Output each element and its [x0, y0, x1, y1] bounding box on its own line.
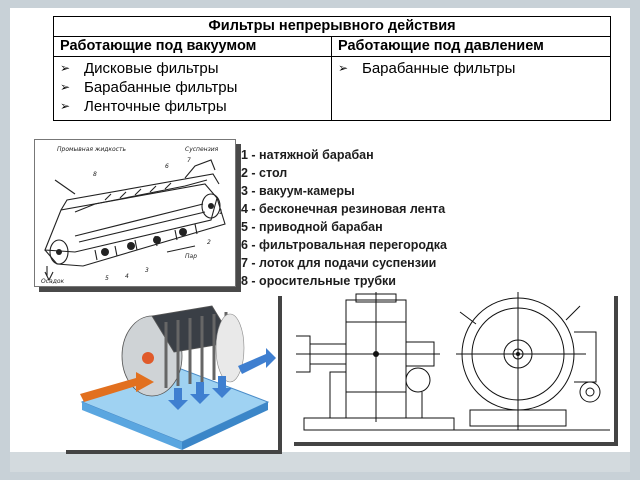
legend-item: 4 - бесконечная резиновая лента	[241, 202, 446, 216]
num-5: 5	[105, 275, 109, 282]
legend-item: 3 - вакуум-камеры	[241, 184, 355, 198]
bullet-arrow-icon: ➢	[60, 61, 71, 75]
disk-filter-illustration	[62, 292, 278, 450]
bullet-arrow-icon: ➢	[60, 80, 71, 94]
vacuum-filter-item: ➢ Ленточные фильтры	[60, 97, 325, 116]
header-vacuum: Работающие под вакуумом	[53, 36, 332, 57]
vacuum-filters-cell: ➢ Дисковые фильтры ➢ Барабанные фильтры ➢ Лен…	[53, 56, 332, 121]
vacuum-filter-item-label: Барабанные фильтры	[84, 79, 238, 96]
pressure-filter-item: ➢ Барабанные фильтры	[338, 59, 604, 78]
belt-filter-diagram: Промывная жидкость Суспензия Осадок Пар …	[34, 139, 236, 287]
num-6: 6	[165, 163, 169, 170]
sediment-label: Осадок	[41, 278, 65, 285]
legend-item: 8 - оросительные трубки	[241, 274, 396, 288]
legend-item: 2 - стол	[241, 166, 288, 180]
bullet-arrow-icon: ➢	[60, 99, 71, 113]
num-7: 7	[187, 157, 191, 164]
suspension-label: Суспензия	[185, 146, 219, 153]
vacuum-filter-item-label: Дисковые фильтры	[84, 60, 219, 77]
bullet-arrow-icon: ➢	[338, 61, 349, 75]
num-1: 1	[219, 209, 223, 216]
vacuum-filter-item-label: Ленточные фильтры	[84, 98, 227, 115]
diagram-legend: 1 - натяжной барабан 2 - стол 3 - вакуум-к…	[241, 146, 447, 290]
num-3: 3	[145, 267, 149, 274]
header-pressure: Работающие под давлением	[331, 36, 611, 57]
wash-liquid-label: Промывная жидкость	[57, 146, 126, 153]
pressure-filters-list: ➢ Барабанные фильтры	[338, 59, 604, 78]
legend-item: 1 - натяжной барабан	[241, 148, 374, 162]
slide-footer-band	[10, 452, 630, 472]
steam-label: Пар	[185, 253, 197, 260]
legend-item: 6 - фильтровальная перегородка	[241, 238, 447, 252]
disk-filter-drawing	[80, 305, 276, 450]
legend-item: 7 - лоток для подачи суспензии	[241, 256, 437, 270]
table-title: Фильтры непрерывного действия	[53, 16, 611, 37]
pressure-filter-item-label: Барабанные фильтры	[362, 60, 516, 77]
belt-filter-drawing: Промывная жидкость Суспензия Осадок Пар …	[41, 146, 226, 285]
legend-item: 5 - приводной барабан	[241, 220, 383, 234]
num-2: 2	[207, 239, 211, 246]
pressure-filters-cell: ➢ Барабанные фильтры	[331, 56, 611, 121]
vacuum-filters-list: ➢ Дисковые фильтры ➢ Барабанные фильтры ➢ Лен…	[60, 59, 325, 116]
drum-filter-drawing	[290, 292, 614, 442]
drum-filter-drawings	[296, 292, 610, 431]
filters-table: Фильтры непрерывного действия Работающие…	[53, 16, 611, 121]
vacuum-filter-item: ➢ Барабанные фильтры	[60, 78, 325, 97]
num-4: 4	[125, 273, 129, 280]
num-8: 8	[93, 171, 97, 178]
vacuum-filter-item: ➢ Дисковые фильтры	[60, 59, 325, 78]
